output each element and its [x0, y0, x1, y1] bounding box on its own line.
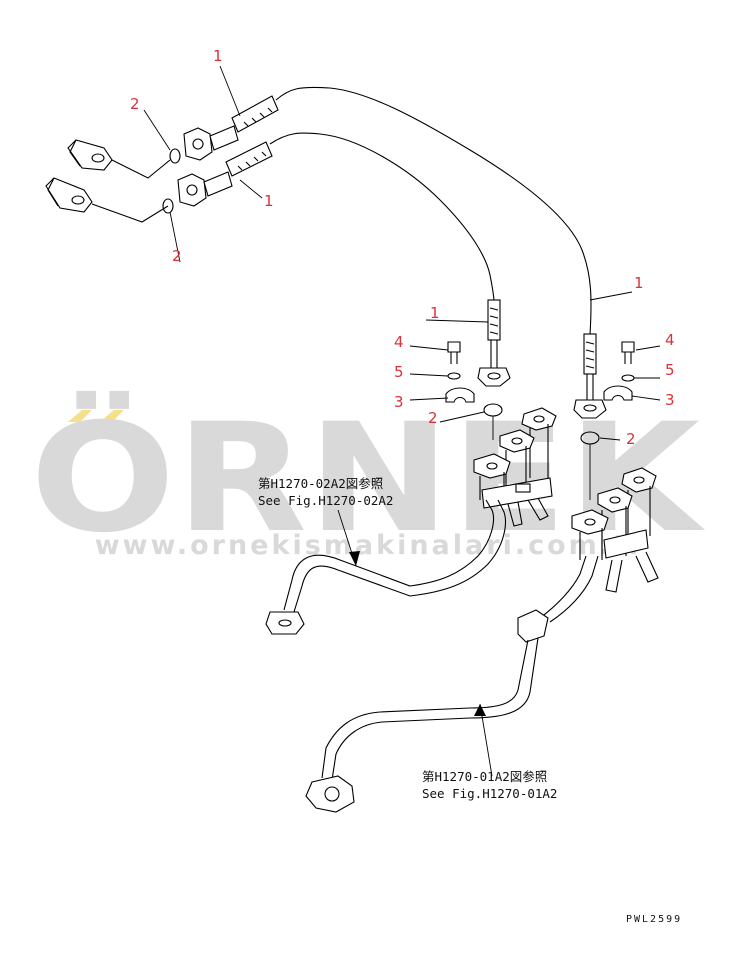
callout-1: 1	[634, 274, 644, 292]
leader-lines	[143, 65, 661, 777]
valve-block-right	[571, 467, 659, 593]
leader-arrows	[349, 551, 486, 716]
callout-5: 5	[394, 363, 404, 381]
o-rings-upper	[162, 148, 181, 214]
valve-block-left	[473, 407, 557, 527]
bolt-right	[621, 341, 635, 364]
drawing-number: PWL2599	[626, 914, 683, 925]
clamp-left	[445, 387, 475, 403]
washer-right	[621, 374, 635, 382]
callout-5: 5	[665, 361, 675, 379]
callout-3: 3	[665, 391, 675, 409]
clamp-right	[603, 385, 633, 401]
callout-2: 2	[428, 409, 438, 427]
callout-4: 4	[394, 333, 404, 351]
callout-2: 2	[172, 247, 182, 265]
callout-1: 1	[264, 192, 274, 210]
callout-4: 4	[665, 331, 675, 349]
hose-outer	[275, 86, 592, 336]
left-pipe-stubs	[45, 139, 171, 223]
tube-lower	[305, 555, 599, 813]
right-hose-end	[573, 333, 607, 419]
reference-note-upper-ja: 第H1270-02A2図参照	[258, 476, 384, 491]
callout-3: 3	[394, 393, 404, 411]
callout-2: 2	[130, 95, 140, 113]
callout-1: 1	[430, 304, 440, 322]
hose-inner	[269, 132, 495, 301]
bolt-left	[447, 341, 461, 364]
center-hose-end	[477, 299, 511, 387]
o-ring-center	[483, 403, 503, 417]
o-ring-right	[580, 431, 600, 445]
reference-note-upper-en: See Fig.H1270-02A2	[258, 493, 394, 508]
hose-1-lower-fitting	[177, 141, 273, 207]
tube-upper	[265, 499, 506, 635]
callout-2: 2	[626, 430, 636, 448]
callout-1: 1	[213, 47, 223, 65]
reference-note-lower-ja: 第H1270-01A2図参照	[422, 769, 548, 784]
hose-1-upper-fitting	[183, 95, 279, 161]
watermark-url: www.ornekismakinalari.com.tr	[94, 530, 646, 561]
reference-note-lower-en: See Fig.H1270-01A2	[422, 786, 558, 801]
washer-left	[447, 372, 461, 380]
